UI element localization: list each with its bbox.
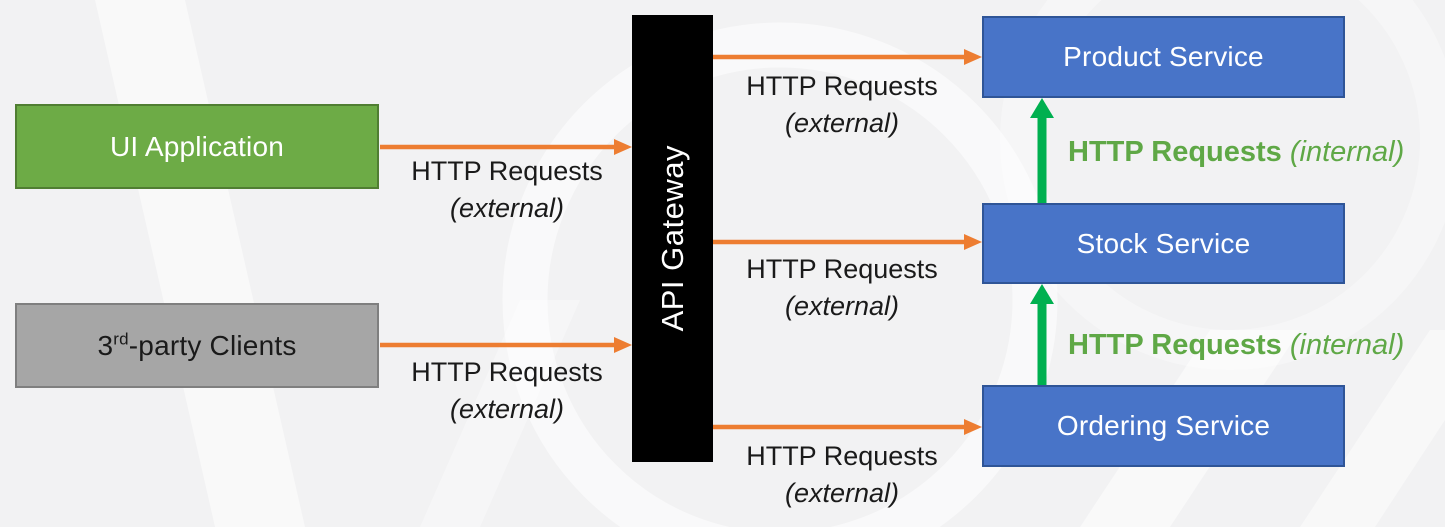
internal-label-italic: (internal) [1281,329,1405,361]
edge-label-line1: HTTP Requests [746,71,938,101]
internal-label-bold: HTTP Requests [1068,136,1282,168]
node-ordering-service: Ordering Service [982,385,1345,467]
edge-label-line1: HTTP Requests [411,357,603,387]
internal-label-bold: HTTP Requests [1068,329,1282,361]
third-party-clients-label: 3rd-party Clients [97,329,297,361]
edge-label-line1: HTTP Requests [746,254,938,284]
edge-label-gateway-to-stock: HTTP Requests (external) [713,251,971,325]
internal-label-italic: (internal) [1281,136,1405,168]
edge-label-line2: (external) [449,394,565,424]
edge-label-gateway-to-ordering: HTTP Requests (external) [713,438,971,512]
node-third-party-clients: 3rd-party Clients [15,303,379,388]
edge-label-stock-to-product: HTTP Requests (internal) [1068,136,1404,168]
edge-label-line2: (external) [784,478,900,508]
edge-label-ui-to-gateway: HTTP Requests (external) [383,153,631,227]
edge-label-line2: (external) [784,108,900,138]
edge-label-gateway-to-product: HTTP Requests (external) [713,68,971,142]
node-stock-service: Stock Service [982,203,1345,284]
edge-label-thirdparty-to-gateway: HTTP Requests (external) [383,354,631,428]
edge-label-line2: (external) [784,291,900,321]
product-service-label: Product Service [1063,41,1264,72]
edge-label-line1: HTTP Requests [411,156,603,186]
node-api-gateway: API Gateway [632,15,713,462]
node-product-service: Product Service [982,16,1345,98]
edge-label-line2: (external) [449,193,565,223]
ordering-service-label: Ordering Service [1056,410,1271,441]
third-party-superscript: rd [113,329,129,349]
node-ui-application: UI Application [15,104,379,189]
api-gateway-label: API Gateway [654,145,690,332]
stock-service-label: Stock Service [1076,227,1251,259]
edge-label-ordering-to-stock: HTTP Requests (internal) [1068,329,1404,361]
ui-application-label: UI Application [109,130,284,162]
edge-label-line1: HTTP Requests [746,441,938,471]
